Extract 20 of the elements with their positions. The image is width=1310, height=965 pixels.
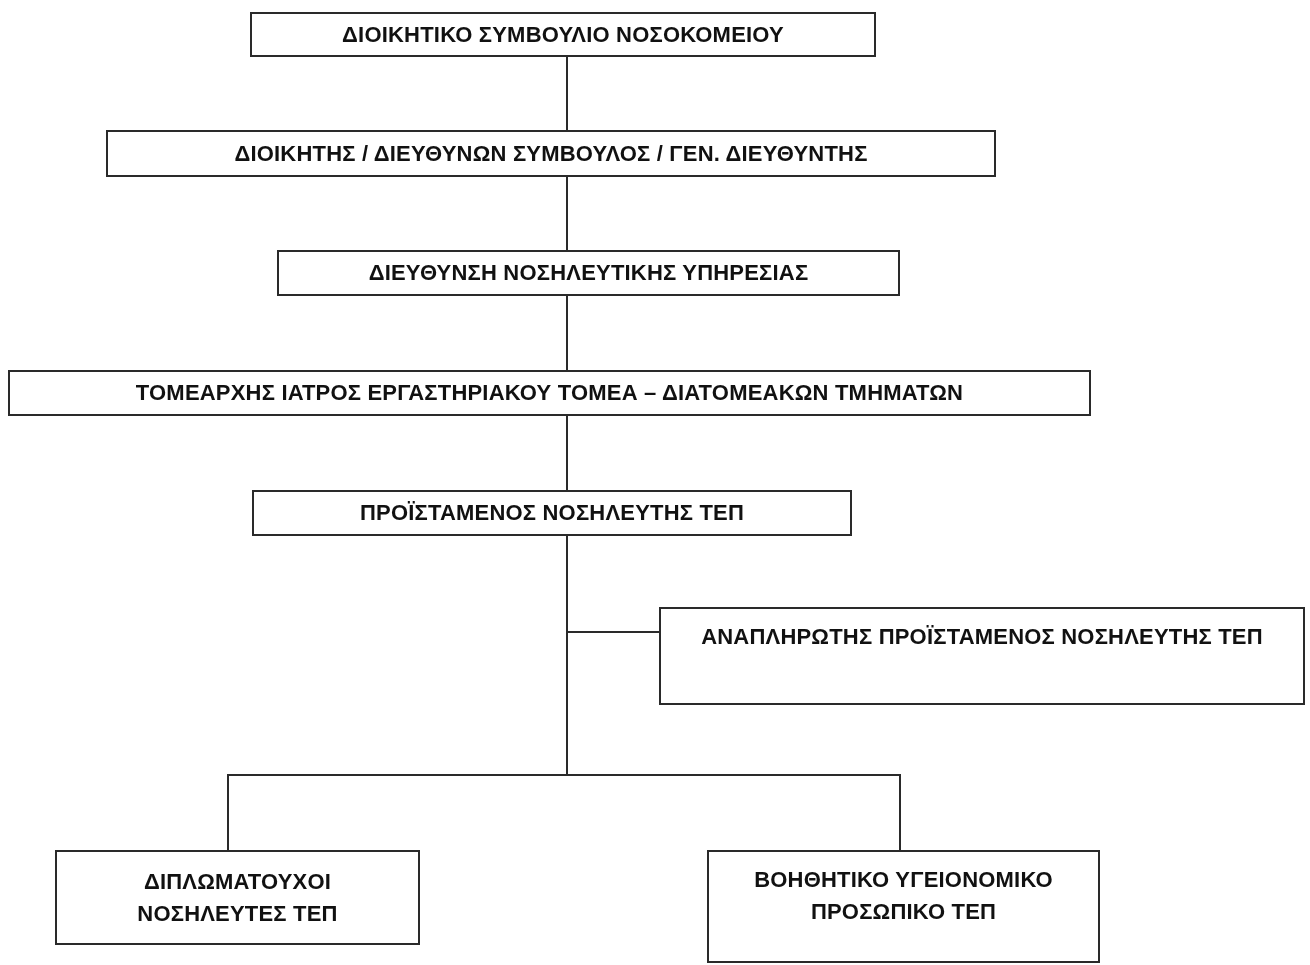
role-box	[106, 130, 996, 177]
role-box	[250, 12, 876, 57]
role-title: ΤΟΜΕΑΡΧΗΣ ΙΑΤΡΟΣ ΕΡΓΑΣΤΗΡΙΑΚΟΥ ΤΟΜΕΑ – ΔΙΑΤΟΜΕΑΚΩΝ ΤΜΗΜΑΤΩΝ	[135, 379, 964, 408]
role-box	[707, 850, 1100, 963]
role-title: ΔΙΠΛΩΜΑΤΟΥΧΟΙ ΝΟΣΗΛΕΥΤΕΣ ΤΕΠ	[136, 867, 339, 928]
role-box	[252, 490, 852, 536]
role-title: ΠΡΟΪΣΤΑΜΕΝΟΣ ΝΟΣΗΛΕΥΤΗΣ ΤΕΠ	[359, 499, 745, 528]
role-box	[277, 250, 900, 296]
role-title: ΒΟΗΘΗΤΙΚΟ ΥΓΕΙΟΝΟΜΙΚΟ ΠΡΟΣΩΠΙΚΟ ΤΕΠ	[753, 866, 1054, 926]
role-box	[55, 850, 420, 945]
role-box	[8, 370, 1091, 416]
role-title: ΔΙΕΥΘΥΝΣΗ ΝΟΣΗΛΕΥΤΙΚΗΣ ΥΠΗΡΕΣΙΑΣ	[368, 259, 809, 288]
role-title: ΔΙΟΙΚΗΤΙΚΟ ΣΥΜΒΟΥΛΙΟ ΝΟΣΟΚΟΜΕΙΟΥ	[342, 20, 784, 49]
connector-line	[566, 176, 568, 251]
role-title: ΑΝΑΠΛΗΡΩΤΗΣ ΠΡΟΪΣΤΑΜΕΝΟΣ ΝΟΣΗΛΕΥΤΗΣ ΤΕΠ	[701, 623, 1263, 651]
role-title: ΔΙΟΙΚΗΤΗΣ / ΔΙΕΥΘΥΝΩΝ ΣΥΜΒΟΥΛΟΣ / ΓΕΝ. ΔΙΕΥΘΥΝΤΗΣ	[234, 139, 868, 168]
role-box	[659, 607, 1305, 705]
connector-line	[566, 56, 568, 131]
connector-line	[566, 295, 568, 371]
connector-line	[566, 415, 568, 491]
